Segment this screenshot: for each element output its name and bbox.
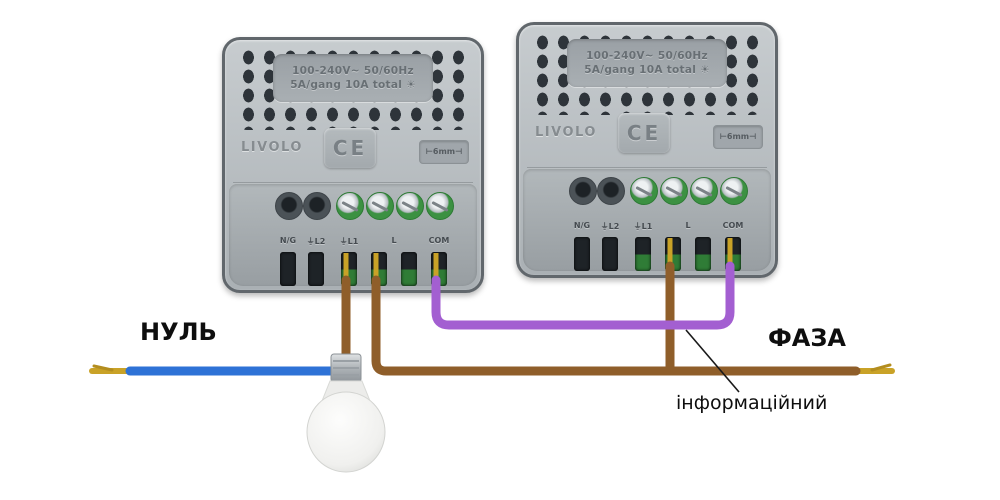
terminal-screw xyxy=(690,177,718,205)
annotation-pointer-line xyxy=(685,329,740,393)
switch-module-left: 100-240V~ 50/60Hz 5A/gang 10A total ☀ LI… xyxy=(222,37,484,293)
terminal-label-com: COM xyxy=(722,221,744,230)
wire-slot xyxy=(280,252,296,286)
bulb-globe xyxy=(306,391,386,473)
ce-mark: CE xyxy=(324,128,376,168)
wire-slot xyxy=(341,252,357,286)
terminal-screw xyxy=(336,192,364,220)
terminal-label-l1: ⏚L1 xyxy=(339,237,359,246)
groove-line xyxy=(527,167,767,169)
terminal-screw xyxy=(275,192,303,220)
phase-label: ФАЗА xyxy=(768,324,846,352)
bare-wire-strand-right xyxy=(870,363,892,372)
brand-label: LIVOLO xyxy=(241,140,303,155)
specs-plate: 100-240V~ 50/60Hz 5A/gang 10A total ☀ xyxy=(273,54,433,102)
terminal-screw xyxy=(597,177,625,205)
bulb-neck xyxy=(319,380,373,407)
terminal-screw xyxy=(630,177,658,205)
terminal-label-l1: ⏚L1 xyxy=(633,222,653,231)
light-bulb xyxy=(306,353,386,473)
wire-slot xyxy=(401,252,417,286)
wire-slot xyxy=(695,237,711,271)
terminal-screw xyxy=(720,177,748,205)
bulb-screw-cap xyxy=(330,353,362,383)
groove-line xyxy=(233,182,473,184)
terminal-screw xyxy=(569,177,597,205)
wire-slot xyxy=(665,237,681,271)
wire-slot xyxy=(725,237,741,271)
specs-current: 5A/gang 10A total ☀ xyxy=(584,64,710,76)
ce-text: CE xyxy=(332,136,368,160)
specs-voltage: 100-240V~ 50/60Hz xyxy=(292,65,414,77)
bare-wire-strand-left xyxy=(92,364,114,372)
wire-slot xyxy=(371,252,387,286)
specs-current: 5A/gang 10A total ☀ xyxy=(290,79,416,91)
wire-slot xyxy=(574,237,590,271)
neutral-label: НУЛЬ xyxy=(140,318,217,346)
terminal-screw xyxy=(396,192,424,220)
wire-slot xyxy=(431,252,447,286)
terminal-screw xyxy=(303,192,331,220)
wire-gauge-label: ⊢6mm⊣ xyxy=(419,140,469,164)
ce-mark: CE xyxy=(618,113,670,153)
bulb-cap-ridges xyxy=(333,360,359,376)
terminal-screw xyxy=(426,192,454,220)
ce-text: CE xyxy=(626,121,662,145)
terminal-label-ng: N/G xyxy=(573,221,591,230)
specs-voltage: 100-240V~ 50/60Hz xyxy=(586,50,708,62)
terminal-label-l2: ⏚L2 xyxy=(306,237,326,246)
wire-gauge-label: ⊢6mm⊣ xyxy=(713,125,763,149)
terminal-label-l2: ⏚L2 xyxy=(600,222,620,231)
terminal-screw xyxy=(366,192,394,220)
wire-slot xyxy=(602,237,618,271)
terminal-label-com: COM xyxy=(428,236,450,245)
terminal-screw xyxy=(660,177,688,205)
terminal-label-l: L xyxy=(391,236,397,245)
signal-wire-annotation: інформаційний xyxy=(676,392,828,414)
terminal-label-ng: N/G xyxy=(279,236,297,245)
brand-label: LIVOLO xyxy=(535,125,597,140)
specs-plate: 100-240V~ 50/60Hz 5A/gang 10A total ☀ xyxy=(567,39,727,87)
wire-slot xyxy=(308,252,324,286)
terminal-label-l: L xyxy=(685,221,691,230)
switch-module-right: 100-240V~ 50/60Hz 5A/gang 10A total ☀ LI… xyxy=(516,22,778,278)
wire-slot xyxy=(635,237,651,271)
